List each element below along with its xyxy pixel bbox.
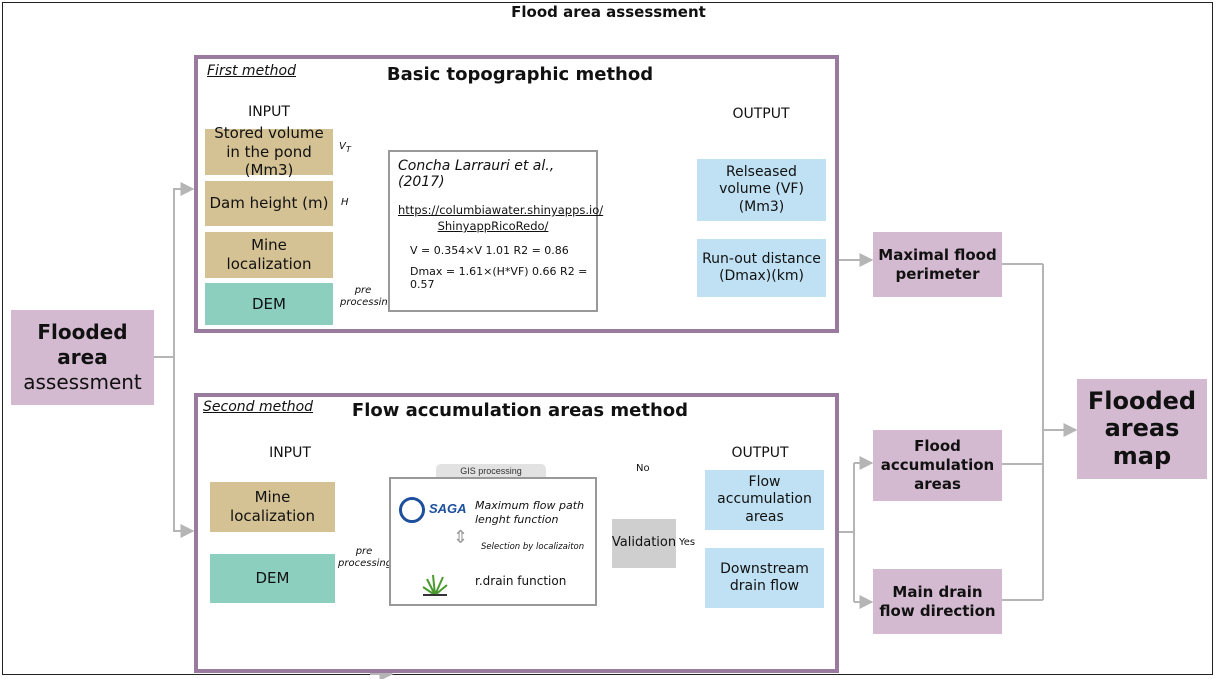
saga-logo-text: SAGA	[429, 501, 467, 516]
rdrain-function: r.drain function	[475, 574, 567, 588]
volume-equation: V = 0.354×V 1.01 R2 = 0.86	[410, 244, 569, 258]
formula-box: Concha Larrauri et al., (2017) https://c…	[388, 150, 604, 312]
first-method-title: Basic topographic method	[386, 64, 654, 85]
method2-output-header: OUTPUT	[731, 445, 789, 461]
start-box-line2: assessment	[23, 370, 142, 394]
edge-label-h: H	[341, 197, 349, 208]
edge-vt-letter: V	[339, 141, 346, 152]
figure-title: Flood area assessment	[511, 3, 706, 21]
max-flow-path-function: Maximum flow path lenght function	[475, 499, 585, 527]
runout-equation: Dmax = 1.61×(H*VF) 0.66 R2 = 0.57	[410, 265, 588, 292]
saga-icon	[399, 497, 425, 523]
released-volume-output: Relseased volume (VF) (Mm3)	[697, 159, 826, 221]
downstream-drain-output: Downstream drain flow	[705, 548, 824, 608]
flooded-areas-map-box: Flooded areas map	[1077, 379, 1207, 479]
start-box-line1: Flooded area	[37, 320, 128, 369]
preprocessing-label-1: pre processing	[340, 285, 395, 308]
preprocessing-label-2: pre processing	[338, 546, 393, 569]
mine-localization-input-2: Mine localization	[210, 482, 335, 532]
yes-label: Yes	[679, 537, 696, 548]
method1-input-header: INPUT	[248, 104, 290, 120]
flooded-area-assessment-box: Flooded area assessment	[11, 310, 154, 405]
main-drain-flow-direction-box: Main drain flow direction	[873, 569, 1002, 634]
no-label: No	[636, 463, 650, 474]
gis-processing-box: SAGA Maximum flow path lenght function ⇕…	[389, 477, 597, 606]
edge-label-vt: VT	[339, 141, 351, 154]
first-method-label: First method	[207, 63, 296, 79]
selection-by-localization: Selection by localizaiton	[481, 542, 585, 552]
shinyapp-link[interactable]: https://columbiawater.shinyapps.io/ Shin…	[398, 203, 604, 234]
second-method-title: Flow accumulation areas method	[351, 400, 689, 421]
second-method-label: Second method	[203, 399, 314, 415]
mine-localization-input-1: Mine localization	[205, 232, 333, 278]
maximal-flood-perimeter-box: Maximal flood perimeter	[873, 232, 1002, 297]
dem-input-1: DEM	[205, 283, 333, 325]
reference-citation: Concha Larrauri et al., (2017)	[398, 158, 555, 190]
double-arrow-icon: ⇕	[453, 527, 469, 548]
flow-accumulation-output: Flow accumulation areas	[705, 470, 824, 530]
dem-input-2: DEM	[210, 554, 335, 603]
method1-output-header: OUTPUT	[732, 106, 790, 122]
runout-distance-output: Run-out distance (Dmax)(km)	[697, 239, 826, 297]
gis-processing-tab: GIS processing	[436, 464, 546, 478]
method2-input-header: INPUT	[269, 445, 311, 461]
edge-vt-subscript: T	[345, 144, 351, 154]
dam-height-input: Dam height (m)	[205, 181, 333, 226]
grass-gis-icon	[422, 574, 448, 596]
validation-box: Validation	[612, 519, 676, 568]
stored-volume-input: Stored volume in the pond (Mm3)	[205, 124, 333, 179]
flood-accumulation-areas-box: Flood accumulation areas	[873, 430, 1002, 501]
